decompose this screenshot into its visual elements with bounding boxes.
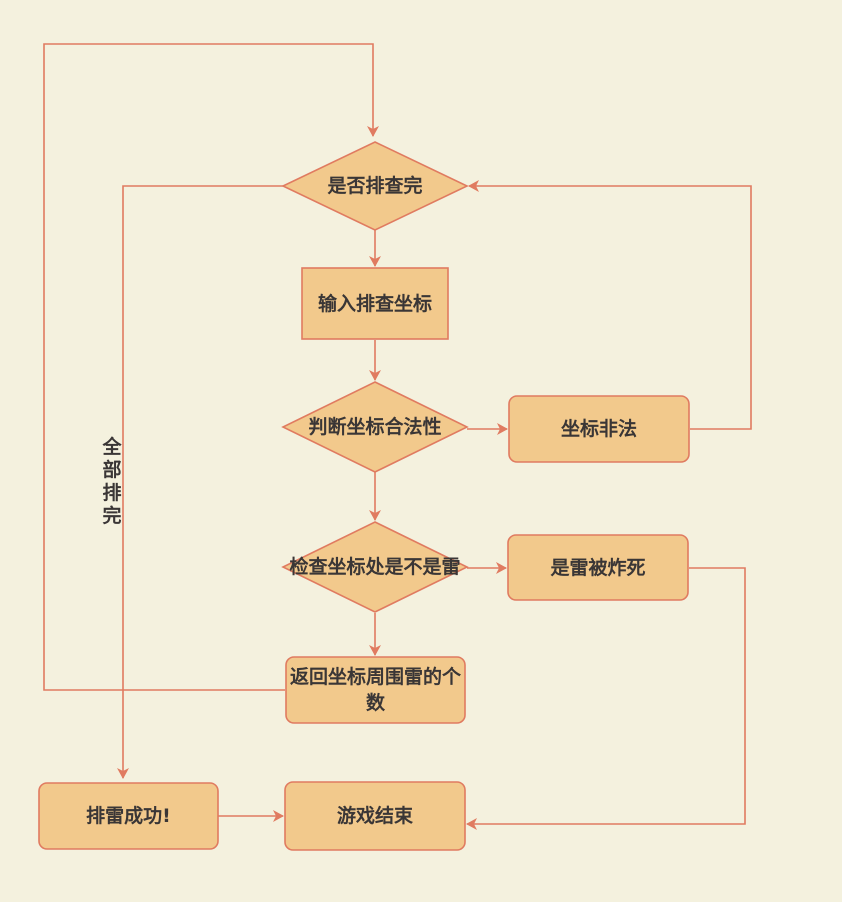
edge-label-char: 全	[102, 436, 122, 458]
node-success: 排雷成功!	[86, 805, 171, 827]
node-boom-shape	[507, 534, 689, 601]
node-check-done: 是否排查完	[327, 175, 423, 197]
edge-boom-to-game-over	[466, 567, 746, 830]
node-check-mine-shape	[281, 521, 469, 613]
node-invalid-shape	[508, 395, 690, 463]
node-check-done-shape	[281, 141, 469, 231]
edge-count-to-check-done	[43, 43, 379, 691]
edge-label-char: 完	[102, 505, 122, 527]
node-success-shape	[38, 782, 219, 850]
edge-label-char: 排	[102, 482, 122, 504]
node-check-valid-shape	[281, 381, 469, 473]
node-game-over: 游戏结束	[336, 805, 413, 827]
edge-label-all-cleared: 全 部 排 完	[100, 436, 124, 528]
node-boom: 是雷被炸死	[550, 556, 646, 579]
node-count-mines: 返回坐标周围雷的个数	[289, 666, 461, 714]
edge-invalid-to-check-done	[468, 180, 752, 430]
edge-check-done-to-success	[117, 185, 283, 779]
node-invalid: 坐标非法	[560, 418, 637, 440]
node-game-over-shape	[284, 781, 466, 851]
node-input-coord-shape	[301, 267, 449, 340]
node-check-mine: 检查坐标处是不是雷	[289, 555, 461, 578]
node-check-valid: 判断坐标合法性	[308, 416, 442, 438]
node-count-mines-shape	[285, 656, 466, 724]
edge-label-char: 部	[102, 459, 122, 481]
node-input-coord: 输入排查坐标	[317, 292, 432, 315]
